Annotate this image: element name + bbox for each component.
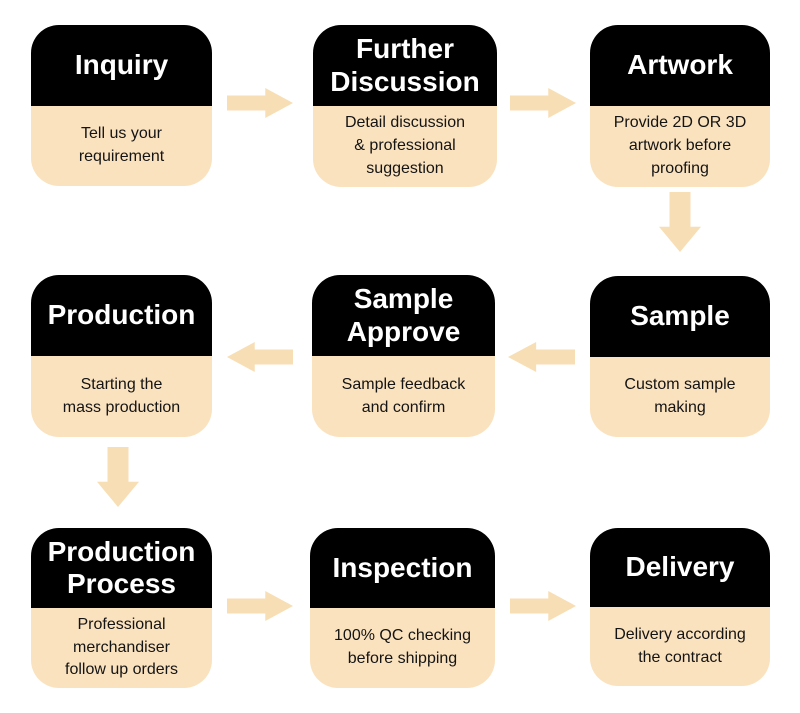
arrow-down-icon <box>659 192 701 252</box>
card-title: Sample <box>590 276 770 357</box>
arrow-left-icon <box>227 342 293 372</box>
arrow-right-icon <box>510 88 576 118</box>
card-delivery: Delivery Delivery according the contract <box>590 528 770 686</box>
card-title: Production Process <box>31 528 212 608</box>
card-description: Delivery according the contract <box>590 607 770 686</box>
card-description: Provide 2D OR 3D artwork before proofing <box>590 106 770 187</box>
card-title: Further Discussion <box>313 25 497 106</box>
card-title: Inspection <box>310 528 495 608</box>
card-title: Inquiry <box>31 25 212 106</box>
arrow-right-icon <box>227 88 293 118</box>
card-title: Sample Approve <box>312 275 495 356</box>
card-production-process: Production Process Professional merchand… <box>31 528 212 688</box>
card-further-discussion: Further Discussion Detail discussion & p… <box>313 25 497 187</box>
card-artwork: Artwork Provide 2D OR 3D artwork before … <box>590 25 770 187</box>
card-description: Professional merchandiser follow up orde… <box>31 608 212 688</box>
card-description: 100% QC checking before shipping <box>310 608 495 688</box>
card-inquiry: Inquiry Tell us your requirement <box>31 25 212 186</box>
card-title: Delivery <box>590 528 770 607</box>
arrow-down-icon <box>97 447 139 507</box>
card-title: Production <box>31 275 212 356</box>
card-production: Production Starting the mass production <box>31 275 212 437</box>
card-sample: Sample Custom sample making <box>590 276 770 437</box>
card-sample-approve: Sample Approve Sample feedback and confi… <box>312 275 495 437</box>
arrow-left-icon <box>508 342 575 372</box>
card-description: Sample feedback and confirm <box>312 356 495 437</box>
card-description: Custom sample making <box>590 356 770 437</box>
arrow-right-icon <box>510 591 576 621</box>
card-description: Tell us your requirement <box>31 105 212 186</box>
arrow-right-icon <box>227 591 293 621</box>
card-description: Starting the mass production <box>31 356 212 437</box>
card-description: Detail discussion & professional suggest… <box>313 106 497 187</box>
card-title: Artwork <box>590 25 770 106</box>
card-inspection: Inspection 100% QC checking before shipp… <box>310 528 495 688</box>
